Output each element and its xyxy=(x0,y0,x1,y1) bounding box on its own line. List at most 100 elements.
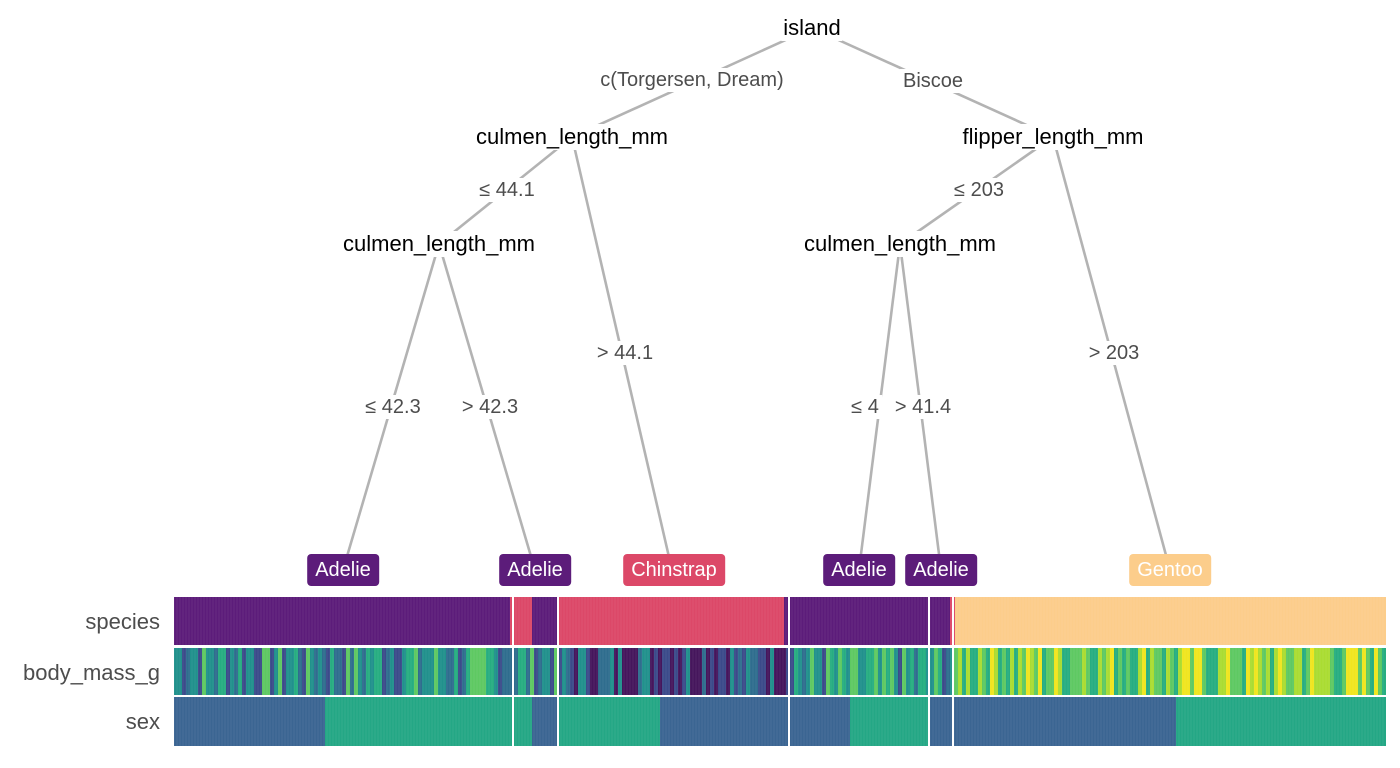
body-mass-cell xyxy=(1266,648,1270,696)
sex-cell xyxy=(660,697,850,746)
body-mass-cell xyxy=(722,648,726,696)
body-mass-cell xyxy=(994,648,998,696)
body-mass-cell xyxy=(654,648,658,696)
body-mass-cell xyxy=(1238,648,1242,696)
body-mass-cell xyxy=(1354,648,1358,696)
body-mass-cell xyxy=(1346,648,1350,696)
body-mass-cell xyxy=(1350,648,1354,696)
body-mass-cell xyxy=(586,648,590,696)
body-mass-cell xyxy=(342,648,346,696)
body-mass-cell xyxy=(998,648,1002,696)
body-mass-cell xyxy=(1094,648,1098,696)
row-label-species: species xyxy=(85,609,160,634)
body-mass-cell xyxy=(954,648,958,696)
node-right: flipper_length_mm xyxy=(960,124,1146,150)
body-mass-cell xyxy=(182,648,186,696)
body-mass-cell xyxy=(398,648,402,696)
body-mass-cell xyxy=(1210,648,1214,696)
edge-label-right-le: ≤ 203 xyxy=(951,178,1007,202)
body-mass-cell xyxy=(806,648,810,696)
body-mass-cell xyxy=(778,648,782,696)
body-mass-cell xyxy=(1038,648,1042,696)
body-mass-cell xyxy=(538,648,542,696)
sex-cell xyxy=(558,697,660,746)
body-mass-cell xyxy=(682,648,686,696)
body-mass-cell xyxy=(738,648,742,696)
body-mass-cell xyxy=(358,648,362,696)
body-mass-cell xyxy=(1282,648,1286,696)
body-mass-cell xyxy=(462,648,466,696)
leaf-5: Adelie xyxy=(905,554,977,586)
body-mass-cell xyxy=(1054,648,1058,696)
edge-label-right-gt: > 203 xyxy=(1085,341,1143,365)
body-mass-cell xyxy=(1170,648,1174,696)
body-mass-cell xyxy=(374,648,378,696)
body-mass-cell xyxy=(818,648,822,696)
body-mass-cell xyxy=(1310,648,1314,696)
body-mass-cell xyxy=(650,648,654,696)
edge-label-root-left: c(Torgersen, Dream) xyxy=(597,68,787,92)
body-mass-cell xyxy=(526,648,530,696)
node-root: island xyxy=(781,15,843,41)
body-mass-cell xyxy=(1302,648,1306,696)
body-mass-cell xyxy=(482,648,486,696)
body-mass-cell xyxy=(1078,648,1082,696)
body-mass-cell xyxy=(234,648,238,696)
body-mass-cell xyxy=(346,648,350,696)
body-mass-cell xyxy=(186,648,190,696)
body-mass-cell xyxy=(822,648,826,696)
heatmap-row-sex xyxy=(174,697,1386,746)
body-mass-cell xyxy=(1174,648,1178,696)
body-mass-cell xyxy=(434,648,438,696)
body-mass-cell xyxy=(1154,648,1158,696)
body-mass-cell xyxy=(946,648,950,696)
body-mass-cell xyxy=(886,648,890,696)
species-cell xyxy=(558,597,784,645)
edge-label-rl-le: ≤ 4 xyxy=(848,395,882,419)
body-mass-cell xyxy=(390,648,394,696)
body-mass-cell xyxy=(238,648,242,696)
body-mass-cell xyxy=(1382,648,1386,696)
body-mass-cell xyxy=(1042,648,1046,696)
body-mass-cell xyxy=(710,648,714,696)
body-mass-cell xyxy=(614,648,618,696)
body-mass-cell xyxy=(1134,648,1138,696)
body-mass-cell xyxy=(1370,648,1374,696)
node-right-left: culmen_length_mm xyxy=(802,231,998,257)
body-mass-cell xyxy=(1222,648,1226,696)
body-mass-cell xyxy=(242,648,246,696)
body-mass-cell xyxy=(646,648,650,696)
body-mass-cell xyxy=(630,648,634,696)
body-mass-cell xyxy=(962,648,966,696)
body-mass-cell xyxy=(602,648,606,696)
body-mass-cell xyxy=(898,648,902,696)
body-mass-cell xyxy=(1014,648,1018,696)
body-mass-cell xyxy=(1334,648,1338,696)
body-mass-cell xyxy=(1034,648,1038,696)
body-mass-cell xyxy=(362,648,366,696)
body-mass-cell xyxy=(814,648,818,696)
sex-cell xyxy=(1176,697,1181,746)
body-mass-cell xyxy=(1234,648,1238,696)
body-mass-cell xyxy=(690,648,694,696)
body-mass-cell xyxy=(982,648,986,696)
body-mass-cell xyxy=(338,648,342,696)
body-mass-cell xyxy=(798,648,802,696)
body-mass-cell xyxy=(974,648,978,696)
body-mass-cell xyxy=(1318,648,1322,696)
body-mass-cell xyxy=(210,648,214,696)
body-mass-cell xyxy=(546,648,550,696)
body-mass-cell xyxy=(414,648,418,696)
body-mass-cell xyxy=(562,648,566,696)
body-mass-cell xyxy=(966,648,970,696)
body-mass-cell xyxy=(834,648,838,696)
sex-cell xyxy=(174,697,325,746)
body-mass-cell xyxy=(518,648,522,696)
body-mass-cell xyxy=(490,648,494,696)
body-mass-cell xyxy=(202,648,206,696)
body-mass-cell xyxy=(1374,648,1378,696)
body-mass-cell xyxy=(862,648,866,696)
body-mass-cell xyxy=(766,648,770,696)
body-mass-cell xyxy=(674,648,678,696)
body-mass-cell xyxy=(694,648,698,696)
